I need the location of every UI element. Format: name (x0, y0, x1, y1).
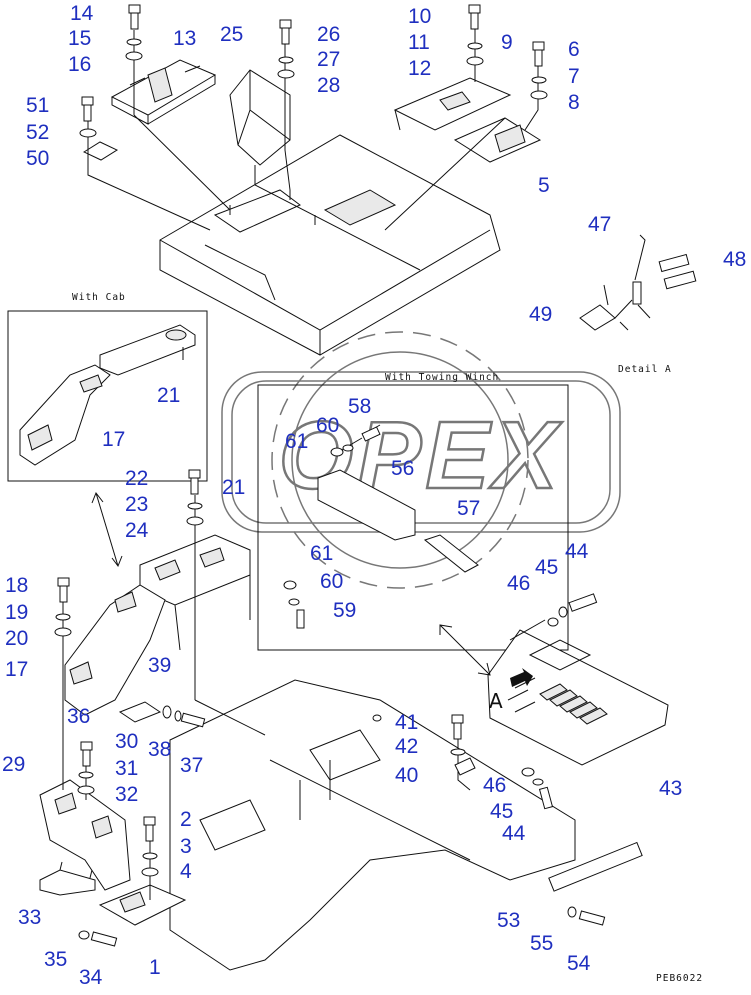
callout-47: 47 (588, 213, 611, 236)
watermark-logo: OPEX (221, 331, 621, 589)
callout-33: 33 (18, 906, 41, 929)
callout-1: 1 (149, 956, 161, 979)
plate-43 (487, 629, 669, 766)
plate-29 (39, 779, 131, 891)
callout-29: 29 (2, 753, 25, 776)
callout-55: 55 (530, 932, 553, 955)
double-arrow-left (91, 492, 123, 568)
callout-46-top: 46 (507, 572, 530, 595)
callout-26: 26 (317, 23, 340, 46)
callout-9: 9 (501, 31, 513, 54)
callout-10: 10 (408, 5, 431, 28)
callout-36: 36 (67, 705, 90, 728)
towing-winch-inset (257, 384, 569, 651)
callout-5: 5 (538, 174, 550, 197)
caption-towing-winch: With Towing Winch (385, 372, 499, 383)
callout-14: 14 (70, 2, 94, 25)
callout-39: 39 (148, 654, 171, 677)
cover-25 (229, 69, 291, 166)
bracket-1 (98, 884, 187, 926)
callout-54: 54 (567, 952, 591, 975)
callout-6: 6 (568, 38, 580, 61)
callout-44-top: 44 (565, 540, 589, 563)
callout-46-bottom: 46 (483, 774, 506, 797)
detail-a-assembly (579, 234, 697, 331)
fasteners-upper (79, 4, 548, 138)
bracket-13 (110, 59, 217, 125)
bracket-33 (39, 861, 96, 896)
callout-22: 22 (125, 467, 148, 490)
callout-45-bottom: 45 (490, 800, 513, 823)
callout-2: 2 (180, 808, 192, 831)
callout-8: 8 (568, 91, 580, 114)
callout-17: 17 (5, 658, 28, 681)
callout-21-cab: 21 (157, 384, 180, 407)
callout-32: 32 (115, 783, 138, 806)
callout-51: 51 (26, 94, 49, 117)
detail-a-marker: A (489, 689, 503, 713)
callout-27: 27 (317, 48, 340, 71)
callout-7: 7 (568, 65, 580, 88)
callout-60-top: 60 (316, 414, 339, 437)
callout-34: 34 (79, 966, 103, 989)
callout-56: 56 (391, 457, 414, 480)
caption-detail-a: Detail A (618, 364, 672, 375)
callout-12: 12 (408, 57, 431, 80)
pad-50 (82, 141, 119, 161)
callout-61-bottom: 61 (310, 542, 333, 565)
callout-58: 58 (348, 395, 371, 418)
callout-45-top: 45 (535, 556, 558, 579)
floor-frame-lower (169, 679, 643, 971)
floor-frame-upper (159, 134, 501, 356)
callout-40: 40 (395, 764, 418, 787)
callout-28: 28 (317, 74, 340, 97)
callout-59: 59 (333, 599, 356, 622)
drawing-code: PEB6022 (656, 973, 703, 984)
callout-41: 41 (395, 711, 418, 734)
bracket-17 (64, 584, 166, 716)
callout-15: 15 (68, 27, 91, 50)
detail-a-arrow-icon (510, 668, 533, 687)
callout-4: 4 (180, 860, 192, 883)
callout-17-cab: 17 (102, 428, 125, 451)
callout-61-top: 61 (285, 430, 308, 453)
callout-21: 21 (222, 476, 245, 499)
block-36 (118, 701, 162, 723)
callout-57: 57 (457, 497, 480, 520)
callout-13: 13 (173, 27, 196, 50)
callout-42: 42 (395, 735, 418, 758)
callout-48: 48 (723, 248, 746, 271)
double-arrow-right (439, 624, 491, 676)
callout-3: 3 (180, 835, 192, 858)
callout-53: 53 (497, 909, 520, 932)
fasteners-lower (54, 469, 606, 947)
callout-49: 49 (529, 303, 552, 326)
callout-50: 50 (26, 147, 49, 170)
callout-24: 24 (125, 519, 149, 542)
callout-31: 31 (115, 757, 138, 780)
callout-16: 16 (68, 53, 91, 76)
callout-43: 43 (659, 777, 682, 800)
callout-60-bottom: 60 (320, 570, 343, 593)
with-cab-inset (7, 310, 208, 482)
callout-19: 19 (5, 601, 28, 624)
callout-52: 52 (26, 121, 49, 144)
caption-with-cab: With Cab (72, 292, 126, 303)
callout-30: 30 (115, 730, 138, 753)
callout-20: 20 (5, 627, 28, 650)
callout-44-bottom: 44 (502, 822, 526, 845)
callout-11: 11 (408, 31, 430, 54)
callout-25: 25 (220, 23, 243, 46)
bracket-5 (453, 117, 542, 163)
callout-23: 23 (125, 493, 148, 516)
callout-37: 37 (180, 754, 203, 777)
callout-38: 38 (148, 738, 171, 761)
callout-35: 35 (44, 948, 67, 971)
callout-18: 18 (5, 574, 28, 597)
plate-9 (393, 77, 512, 131)
